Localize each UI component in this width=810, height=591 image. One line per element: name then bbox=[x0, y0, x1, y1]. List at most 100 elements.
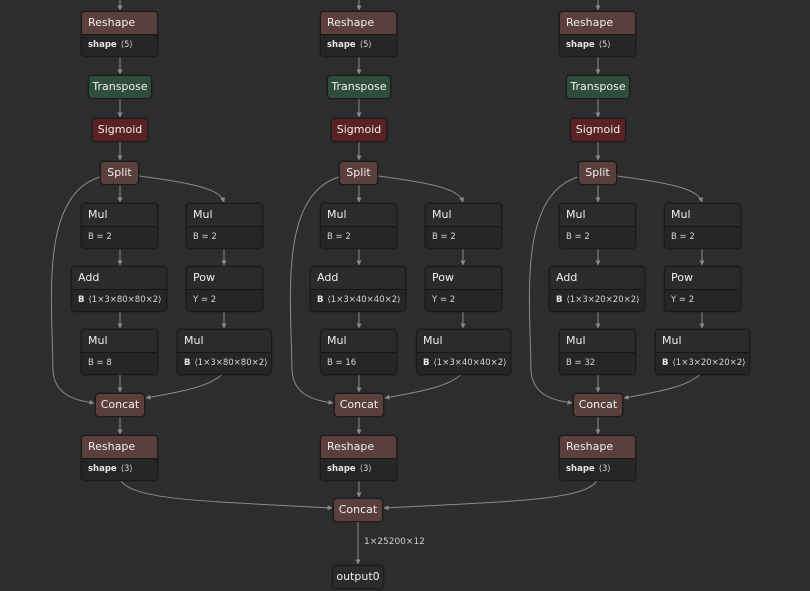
branch-2-mul-left-node-attribute: B = 2 bbox=[321, 226, 396, 248]
branch-1-pow-node-attribute-value: Y = 2 bbox=[193, 295, 217, 305]
branch-3-concat-node[interactable]: Concat bbox=[573, 393, 623, 417]
branch-1-reshape-in-node-attribute: shape⟨5⟩ bbox=[82, 34, 157, 56]
branch-3-transpose-node-title: Transpose bbox=[567, 76, 629, 98]
branch-1-mul-stride-node-attribute-value: B = 8 bbox=[88, 358, 112, 368]
branch-3-mul-anchor-node-attribute-value: ⟨1×3×20×20×2⟩ bbox=[672, 358, 746, 368]
branch-2-mul-stride-node-attribute: B = 16 bbox=[321, 352, 396, 374]
branch-1-edge-split-concat bbox=[50, 176, 101, 405]
branch-1-mul-anchor-node-attribute-name: B bbox=[184, 358, 191, 368]
branch-1-concat-node[interactable]: Concat bbox=[95, 393, 145, 417]
branch-2-mul-anchor-node-attribute-name: B bbox=[423, 358, 430, 368]
branch-3-mul-anchor-node-attribute: B⟨1×3×20×20×2⟩ bbox=[656, 352, 749, 374]
branch-2-sigmoid-node[interactable]: Sigmoid bbox=[331, 118, 387, 142]
branch-1-add-node-attribute-name: B bbox=[78, 295, 85, 305]
edge-branch-1-to-concat bbox=[119, 478, 333, 511]
branch-2-split-node[interactable]: Split bbox=[339, 161, 378, 185]
branch-2-reshape-in-node-attribute: shape⟨5⟩ bbox=[321, 34, 396, 56]
branch-3-add-node-attribute-name: B bbox=[556, 295, 563, 305]
branch-3-mul-left-node-title: Mul bbox=[560, 204, 635, 226]
branch-2-transpose-node-title: Transpose bbox=[328, 76, 390, 98]
branch-2-mul-stride-node-title: Mul bbox=[321, 330, 396, 352]
branch-1-pow-node-attribute: Y = 2 bbox=[187, 289, 262, 311]
branch-2-add-node-attribute-value: ⟨1×3×40×40×2⟩ bbox=[327, 295, 401, 305]
branch-3-pow-node-title: Pow bbox=[665, 267, 740, 289]
branch-1-mul-stride-node-attribute: B = 8 bbox=[82, 352, 157, 374]
output-node[interactable]: output0 bbox=[332, 565, 384, 589]
branch-1-sigmoid-node-title: Sigmoid bbox=[93, 119, 147, 141]
branch-3-concat-node-title: Concat bbox=[574, 394, 622, 416]
branch-1-mul-right-node-title: Mul bbox=[187, 204, 262, 226]
branch-1-split-node[interactable]: Split bbox=[100, 161, 139, 185]
branch-2-mul-anchor-node-title: Mul bbox=[417, 330, 510, 352]
branch-2-reshape-in-node-title: Reshape bbox=[321, 12, 396, 34]
final-concat-node[interactable]: Concat bbox=[333, 498, 383, 522]
branch-1-transpose-node[interactable]: Transpose bbox=[88, 75, 152, 99]
branch-2-sigmoid-node-title: Sigmoid bbox=[332, 119, 386, 141]
branch-2-mul-right-node-attribute-value: B = 2 bbox=[432, 232, 456, 242]
branch-3-reshape-in-node-attribute: shape⟨5⟩ bbox=[560, 34, 635, 56]
branch-2-reshape-out-node-attribute: shape⟨3⟩ bbox=[321, 458, 396, 480]
branch-1-mul-left-node-attribute: B = 2 bbox=[82, 226, 157, 248]
branch-2-add-node-title: Add bbox=[311, 267, 405, 289]
branch-2-pow-node-attribute-value: Y = 2 bbox=[432, 295, 456, 305]
branch-3-sigmoid-node[interactable]: Sigmoid bbox=[570, 118, 626, 142]
branch-2-mul-anchor-node-attribute: B⟨1×3×40×40×2⟩ bbox=[417, 352, 510, 374]
branch-3-sigmoid-node-title: Sigmoid bbox=[571, 119, 625, 141]
branch-1-reshape-out-node-title: Reshape bbox=[82, 436, 157, 458]
branch-1-mul-anchor-node-title: Mul bbox=[178, 330, 271, 352]
branch-3-edge-mul-anchor-concat bbox=[623, 371, 703, 400]
branch-2-transpose-node[interactable]: Transpose bbox=[327, 75, 391, 99]
branch-3-mul-right-node-title: Mul bbox=[665, 204, 740, 226]
branch-1-sigmoid-node[interactable]: Sigmoid bbox=[92, 118, 148, 142]
branch-3-mul-right-node-attribute: B = 2 bbox=[665, 226, 740, 248]
branch-3-reshape-in-node-attribute-value: ⟨5⟩ bbox=[598, 40, 611, 50]
branch-3-pow-node[interactable]: Pow Y = 2 bbox=[664, 266, 741, 312]
branch-2-concat-node[interactable]: Concat bbox=[334, 393, 384, 417]
branch-3-mul-left-node-attribute-value: B = 2 bbox=[566, 232, 590, 242]
branch-2-mul-anchor-node-attribute-value: ⟨1×3×40×40×2⟩ bbox=[433, 358, 507, 368]
branch-2-mul-left-node-title: Mul bbox=[321, 204, 396, 226]
branch-2-reshape-out-node-attribute-value: ⟨3⟩ bbox=[359, 464, 372, 474]
branch-3-mul-left-node-attribute: B = 2 bbox=[560, 226, 635, 248]
branch-2-reshape-out-node-title: Reshape bbox=[321, 436, 396, 458]
branch-1-mul-anchor-node-attribute: B⟨1×3×80×80×2⟩ bbox=[178, 352, 271, 374]
branch-3-pow-node-attribute: Y = 2 bbox=[665, 289, 740, 311]
branch-1-reshape-out-node-attribute-name: shape bbox=[88, 464, 117, 474]
branch-3-split-node[interactable]: Split bbox=[578, 161, 617, 185]
branch-3-transpose-node[interactable]: Transpose bbox=[566, 75, 630, 99]
branch-2-reshape-in-node-attribute-value: ⟨5⟩ bbox=[359, 40, 372, 50]
final-concat-node-title: Concat bbox=[334, 499, 382, 521]
branch-3-add-node-title: Add bbox=[550, 267, 644, 289]
branch-3-mul-anchor-node-attribute-name: B bbox=[662, 358, 669, 368]
branch-3-mul-stride-node-attribute: B = 32 bbox=[560, 352, 635, 374]
branch-3-pow-node-attribute-value: Y = 2 bbox=[671, 295, 695, 305]
edge-branch-3-to-concat bbox=[383, 478, 599, 511]
branch-2-reshape-out-node-attribute-name: shape bbox=[327, 464, 356, 474]
branch-1-reshape-in-node-title: Reshape bbox=[82, 12, 157, 34]
branch-3-mul-left-node[interactable]: Mul B = 2 bbox=[559, 203, 636, 249]
branch-1-mul-anchor-node-attribute-value: ⟨1×3×80×80×2⟩ bbox=[194, 358, 268, 368]
